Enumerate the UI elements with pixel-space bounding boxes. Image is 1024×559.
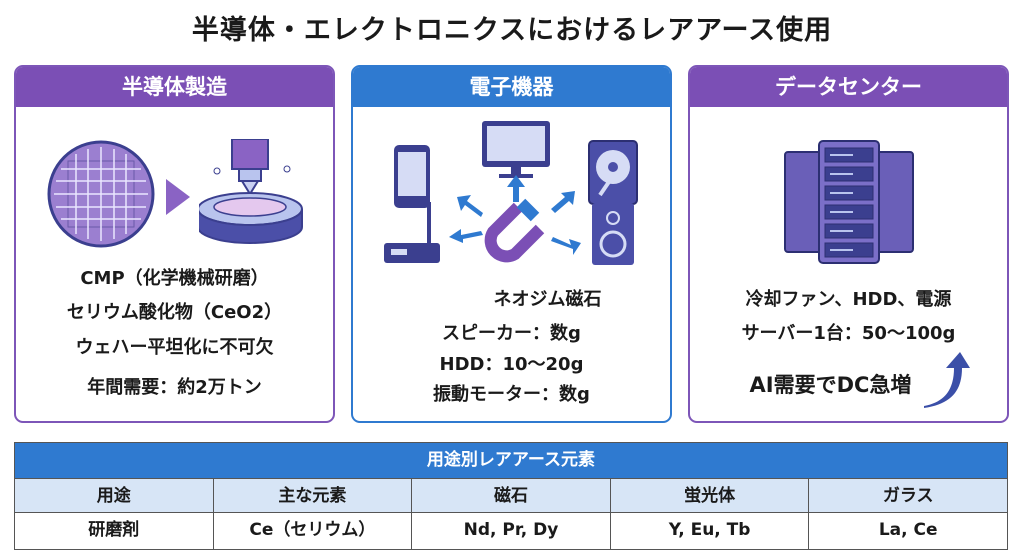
column-header: 磁石 <box>411 479 610 512</box>
trend-up-arrow-icon <box>924 352 970 408</box>
monitor-icon <box>482 121 550 178</box>
table-header-row: 用途 主な元素 磁石 蛍光体 ガラス <box>15 478 1007 513</box>
page-title: 半導体・エレクトロニクスにおけるレアアース使用 <box>191 15 833 46</box>
components-text: 冷却ファン、HDD、電源 <box>745 289 952 310</box>
semiconductor-panel: 半導体製造 CMP（化学機械研磨） セリウム酸化物（CeO2） ウェハー平坦化に… <box>14 65 335 423</box>
server-rack-icon <box>784 140 914 264</box>
column-header: 蛍光体 <box>609 479 809 512</box>
per-server-text: サーバー1台：50〜100g <box>741 323 956 344</box>
magnet-label: ネオジム磁石 <box>493 289 602 310</box>
arrow-icons <box>449 175 581 255</box>
smartphone-icon <box>394 145 430 208</box>
electronics-panel: 電子機器 ネオジム磁石 スピーカー：数g HDD：10〜20g 振動モーター：数… <box>351 65 672 423</box>
table-cell: 研磨剤 <box>88 520 140 540</box>
magnet-icon <box>484 198 545 263</box>
wafer-icon <box>47 140 155 248</box>
polishing-machine-icon <box>199 139 303 244</box>
router-icon <box>384 202 440 263</box>
column-header: 主な元素 <box>212 479 412 512</box>
table-row: 研磨剤 Ce（セリウム） Nd, Pr, Dy Y, Eu, Tb La, Ce <box>15 513 1007 549</box>
panel-header: 半導体製造 <box>16 67 333 107</box>
wafer-text: ウェハー平坦化に不可欠 <box>75 337 274 358</box>
table-cell: Nd, Pr, Dy <box>411 513 610 549</box>
arrow-right-icon <box>166 179 190 215</box>
panel-header: データセンター <box>690 67 1007 107</box>
rare-earth-table: 用途別レアアース元素 用途 主な元素 磁石 蛍光体 ガラス 研磨剤 Ce（セリウ… <box>14 442 1008 550</box>
datacenter-panel: データセンター 冷却ファン、HDD、電源 サーバー1台：50〜100g AI需要… <box>688 65 1009 423</box>
hdd-icon <box>588 140 638 205</box>
cmp-text: CMP（化学機械研磨） <box>80 268 269 289</box>
table-title: 用途別レアアース元素 <box>15 443 1007 478</box>
column-header: 用途 <box>96 486 131 506</box>
ceo2-text: セリウム酸化物（CeO2） <box>66 302 283 323</box>
electronics-diagram <box>384 121 638 265</box>
table-cell: Y, Eu, Tb <box>609 513 809 549</box>
speaker-icon <box>592 203 634 265</box>
hdd-text: HDD：10〜20g <box>439 354 584 375</box>
motor-text: 振動モーター：数g <box>433 384 590 405</box>
ai-demand-text: AI需要でDC急増 <box>749 373 912 397</box>
table-cell: Ce（セリウム） <box>212 513 412 549</box>
panel-header: 電子機器 <box>353 67 670 107</box>
table-cell: La, Ce <box>808 513 1007 549</box>
demand-text: 年間需要：約2万トン <box>87 377 262 398</box>
speaker-text: スピーカー：数g <box>442 323 581 344</box>
column-header: ガラス <box>808 479 1007 512</box>
